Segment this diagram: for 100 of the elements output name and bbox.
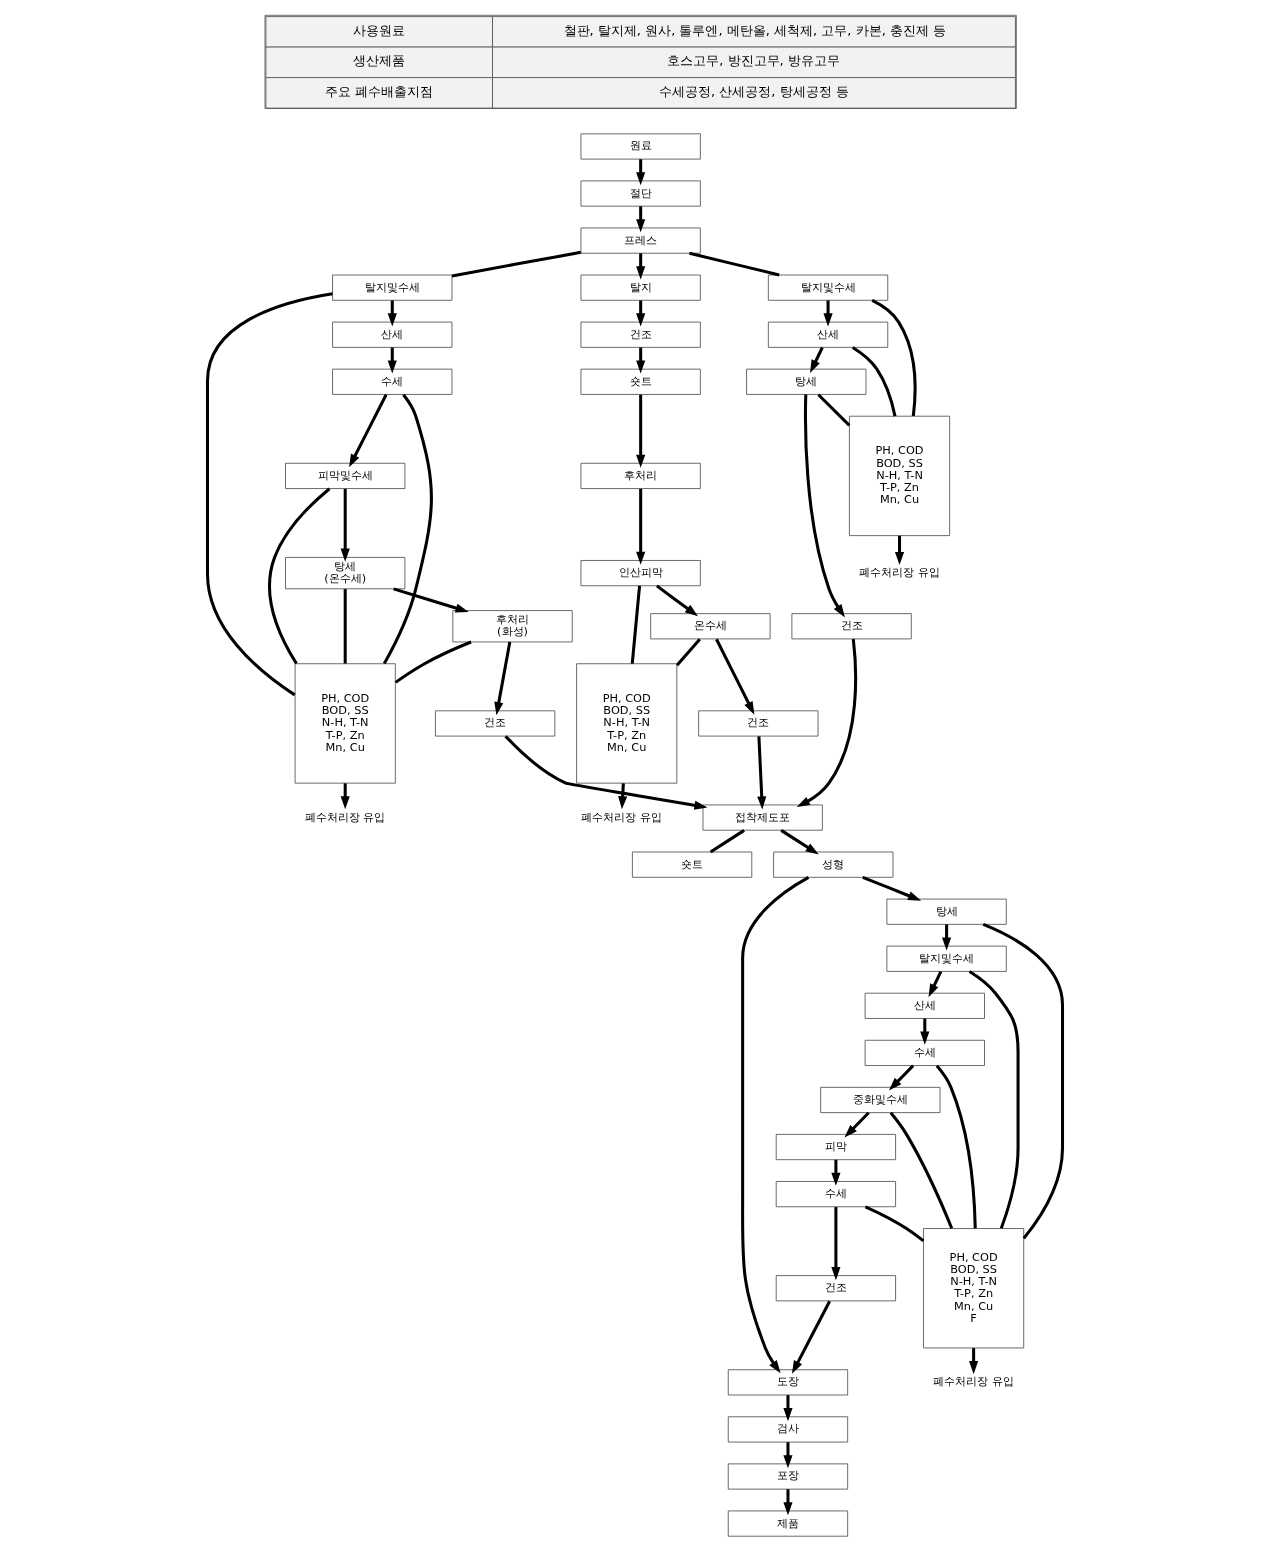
arrow: [796, 638, 858, 808]
node-box: 건조: [775, 1275, 897, 1302]
node-box: 절단: [580, 180, 701, 207]
node-box: 수세: [332, 368, 453, 395]
arrow: [618, 783, 628, 810]
node-box: 온수세: [650, 613, 771, 640]
node-box: 건조: [580, 321, 701, 348]
node-box: 제품: [727, 1510, 849, 1537]
arrow: [823, 300, 833, 327]
arrow: [791, 1300, 831, 1374]
arrow: [780, 829, 819, 855]
node-box: 후처리: [580, 462, 701, 489]
arrow: [844, 1111, 870, 1138]
arrow: [783, 1442, 793, 1469]
node-box: 산세: [864, 992, 985, 1019]
node-box: 도장: [727, 1369, 849, 1396]
connector: [382, 393, 433, 665]
arrow: [387, 347, 397, 374]
connector: [343, 589, 347, 664]
node-box: 산세: [767, 321, 889, 348]
label: 사용원료: [352, 22, 405, 38]
node-box: 건조: [791, 613, 912, 640]
node-text: 폐수처리장 유입: [859, 565, 940, 580]
connector: [451, 250, 582, 278]
node-box: 건조: [434, 710, 556, 737]
node-box: 원료: [580, 133, 701, 160]
connector: [205, 292, 333, 697]
arrow: [494, 641, 512, 716]
node-box: 산세: [332, 321, 453, 348]
arrow: [636, 159, 646, 186]
node-box: 숏트: [580, 368, 701, 395]
label: 생산제품: [352, 53, 405, 69]
node-box: 탕세 (온수세): [285, 556, 406, 590]
arrow: [393, 587, 469, 613]
label: 수세공정, 산세공정, 탕세공정 등: [658, 83, 849, 99]
node-box: 프레스: [580, 227, 701, 254]
arrow: [942, 924, 952, 951]
arrow: [340, 488, 350, 562]
connector: [268, 487, 331, 665]
node-box: 탈지및수세: [332, 274, 453, 301]
arrow: [636, 300, 646, 327]
node-box: 후처리 (화성): [452, 610, 573, 643]
node-box: 인산피막: [580, 560, 701, 587]
node-box: 탕세: [746, 368, 867, 395]
connector: [709, 829, 745, 854]
connector: [871, 299, 917, 417]
arrow: [928, 970, 943, 998]
arrow: [741, 876, 810, 1374]
arrow: [810, 346, 824, 374]
arrow: [340, 783, 350, 810]
node-box: 수세: [775, 1181, 897, 1208]
node-box: 피막: [775, 1133, 897, 1161]
connector: [889, 1111, 954, 1229]
arrow: [831, 1207, 841, 1281]
arrow: [636, 347, 646, 374]
arrow: [655, 584, 699, 617]
node-box: 피막및수세: [285, 462, 406, 489]
connector: [675, 638, 701, 667]
node-box: PH, COD BOD, SS N-H, T-N T-P, Zn Mn, Cu: [848, 415, 951, 537]
connector: [935, 1064, 977, 1229]
arrow: [920, 1018, 930, 1045]
connector: [630, 585, 642, 664]
arrow: [636, 253, 646, 280]
node-box: 탈지및수세: [767, 274, 889, 301]
arrow: [504, 735, 708, 810]
connector: [817, 393, 851, 427]
connector: [394, 640, 472, 684]
label: 호스고무, 방진고무, 방유고무: [667, 53, 840, 69]
arrow: [888, 1064, 915, 1091]
node-box: 탕세: [886, 898, 1007, 925]
connector: [864, 1205, 925, 1243]
node-text: 폐수처리장 유입: [581, 809, 662, 824]
node-box: 포장: [727, 1463, 849, 1490]
node-box: 접착제도포: [702, 804, 823, 831]
arrow: [862, 875, 922, 901]
label: 철판, 탈지제, 원사, 톨루엔, 메탄올, 세척제, 고무, 카본, 충진제 등: [563, 22, 947, 38]
node-box: 탈지: [580, 274, 701, 301]
arrow: [757, 736, 767, 810]
connector: [689, 251, 780, 277]
arrow: [803, 394, 845, 618]
arrow: [783, 1395, 793, 1422]
arrow: [387, 300, 397, 327]
connector: [982, 923, 1065, 1240]
node-box: 성형: [773, 851, 894, 878]
arrow: [831, 1159, 841, 1186]
node-box: 건조: [698, 710, 819, 737]
arrow: [715, 638, 755, 715]
node-box: 수세: [864, 1039, 985, 1066]
arrow: [349, 394, 388, 468]
arrow: [894, 535, 905, 566]
connector: [851, 346, 897, 417]
connector: [968, 970, 1020, 1229]
arrow: [969, 1348, 979, 1375]
node-box: 검사: [727, 1416, 849, 1443]
node-box: 탈지및수세: [886, 945, 1007, 972]
arrow: [636, 488, 646, 565]
arrow: [783, 1489, 793, 1516]
node-box: PH, COD BOD, SS N-H, T-N T-P, Zn Mn, Cu: [294, 663, 396, 784]
node-box: 숏트: [631, 851, 753, 878]
node-text: 폐수처리장 유입: [933, 1374, 1014, 1389]
